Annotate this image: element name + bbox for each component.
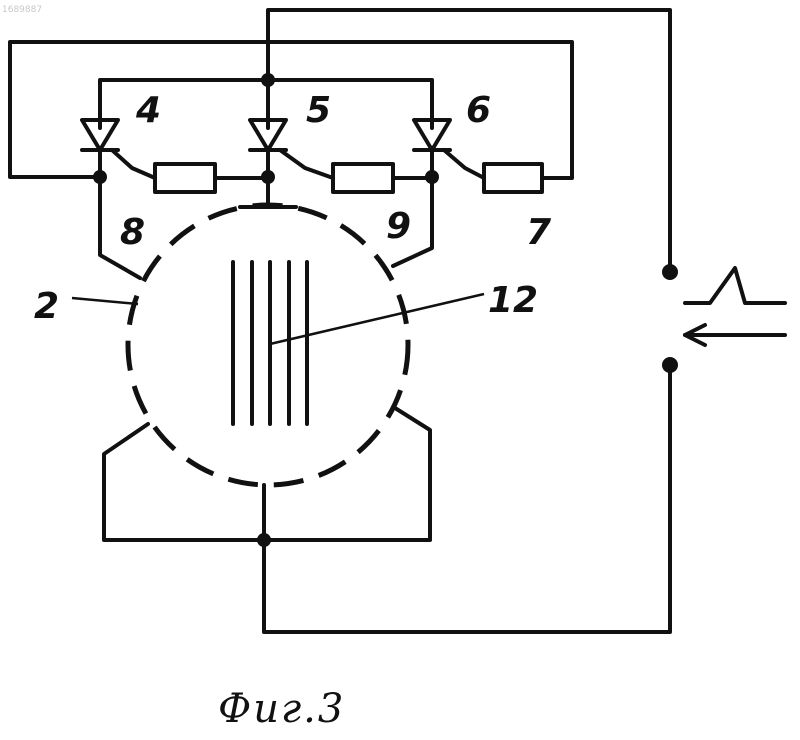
leader-12 [270,294,484,344]
pulse-input [662,264,785,373]
resistor-left [155,164,215,192]
junction-bottom [257,533,271,547]
junction-top [261,73,275,87]
pulse-waveform-icon [685,268,785,303]
label-thyristor-4: 4 [135,90,161,131]
label-lead-8: 8 [120,212,145,253]
figure-caption: Фиг.3 [218,686,345,732]
label-resistor-7: 7 [526,212,551,253]
junction-node-6 [425,170,439,184]
label-thyristor-5: 5 [306,90,331,131]
return-wire [264,365,670,632]
junction-node-5 [261,170,275,184]
label-thyristor-6: 6 [466,90,491,131]
resistor-7 [484,164,542,192]
lower-electrode-loop [104,408,430,540]
leader-2 [72,298,138,304]
pulse-supply-wire [268,10,670,272]
resistor-middle [333,164,393,192]
document-number: 1689887 [2,5,42,15]
label-lead-9: 9 [386,206,411,247]
label-chamber-2: 2 [34,286,59,327]
label-electrodes-12: 12 [488,280,538,321]
junction-node-4 [93,170,107,184]
